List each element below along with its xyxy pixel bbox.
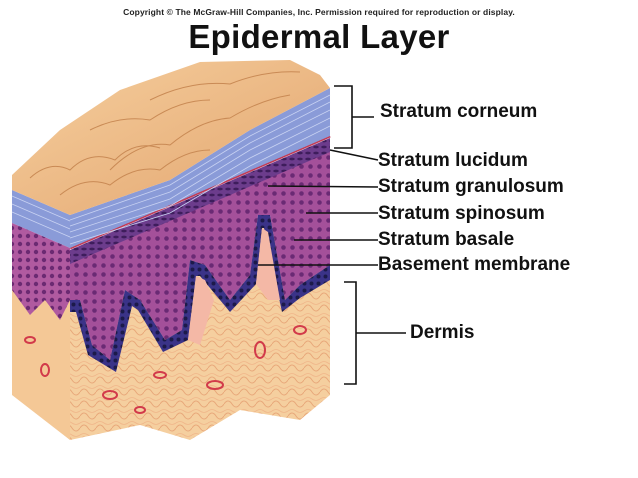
stratum-basale-region <box>70 215 330 372</box>
label-stratum-basale: Stratum basale <box>378 229 515 250</box>
epidermis-side-face <box>12 223 70 320</box>
leader-lines <box>258 149 379 266</box>
diagram-title: Epidermal Layer <box>188 18 450 55</box>
label-stratum-lucidum: Stratum lucidum <box>378 150 528 171</box>
skin-surface <box>12 60 330 215</box>
dermal-papilla <box>256 228 280 300</box>
dermal-papilla <box>188 276 214 345</box>
dermis-bracket <box>344 281 406 385</box>
label-dermis: Dermis <box>410 322 475 343</box>
label-stratum-spinosum: Stratum spinosum <box>378 203 545 224</box>
corneum-bracket <box>334 85 374 149</box>
surface-scales <box>29 71 301 196</box>
copyright-notice: Copyright © The McGraw-Hill Companies, I… <box>123 7 515 17</box>
stratum-spinosum-region <box>70 150 330 360</box>
label-stratum-granulosum: Stratum granulosum <box>378 176 564 197</box>
stratum-corneum-region <box>12 88 330 248</box>
corneum-layer-lines <box>11 94 331 245</box>
label-stratum-corneum: Stratum corneum <box>380 101 538 122</box>
stratum-granulosum-region <box>70 138 330 264</box>
label-basement-membrane: Basement membrane <box>378 254 571 275</box>
dermal-vessels <box>24 325 307 414</box>
